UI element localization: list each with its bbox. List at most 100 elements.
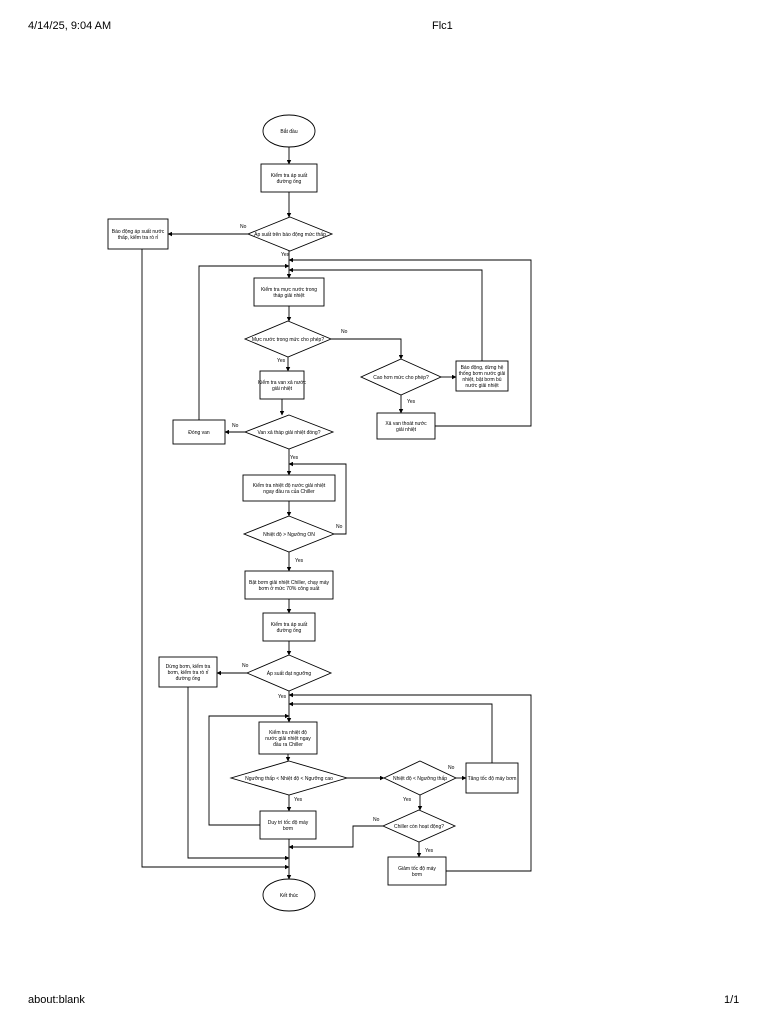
node-label: Nhiệt độ > Ngưỡng ON — [263, 532, 315, 538]
connector-arrow — [288, 692, 532, 872]
node-label: tháp giải nhiệt — [273, 293, 305, 299]
node-label: Báo động áp suất nước — [112, 229, 165, 235]
edge-label-yes: Yes — [294, 797, 303, 803]
node-label: Kiểm tra áp suất — [271, 172, 308, 179]
node-shape — [244, 570, 334, 600]
node-label: Duy trì tốc độ máy — [268, 820, 309, 826]
node-label: ngay đầu ra của Chiller — [263, 488, 315, 495]
node-label: Xả van thoát nước — [385, 421, 427, 427]
node-shape — [107, 218, 169, 250]
node-shape — [381, 809, 457, 843]
edge-label-no: No — [448, 765, 455, 771]
node-shape — [387, 856, 447, 886]
node-shape — [465, 762, 519, 794]
node-label: Dừng bơm, kiểm tra — [166, 663, 211, 670]
node-label: Tăng tốc độ máy bơm — [468, 776, 517, 782]
node-end: Kết thúc — [262, 878, 316, 912]
node-shape — [246, 216, 334, 252]
print-url: about:blank — [28, 994, 85, 1006]
edge-label-yes: Yes — [281, 252, 290, 258]
node-label: Báo động, dừng hệ — [461, 365, 504, 371]
node-shape — [259, 370, 305, 400]
node-label: Áp suất đạt ngưỡng — [267, 670, 312, 677]
node-label: bơm — [283, 826, 293, 832]
node-shape — [262, 612, 316, 642]
connector-arrow — [288, 701, 493, 763]
node-dec-temp-range: Ngưỡng thấp < Nhiệt độ < Ngưỡng cao — [229, 760, 349, 796]
node-label: Đóng van — [188, 430, 210, 436]
connector-arrow — [288, 267, 483, 361]
node-label: đầu ra Chiller — [273, 742, 303, 748]
connector-arrow — [208, 713, 290, 826]
node-label: thấp, kiểm tra rò rỉ — [118, 234, 159, 241]
edge-label-no: No — [242, 663, 249, 669]
edge-label-yes: Yes — [278, 694, 287, 700]
edge-label-no: No — [232, 423, 239, 429]
node-dec-level-ok: Mực nước trong mức cho phép? — [243, 320, 333, 358]
node-dec-level-high: Cao hơn mức cho phép? — [359, 358, 443, 396]
node-shape — [359, 358, 443, 396]
edge-label-yes: Yes — [425, 848, 434, 854]
node-label: Bật bơm giải nhiệt Chiller, chạy máy — [249, 580, 329, 586]
connector-arrow — [187, 687, 290, 861]
node-dec-temp-threshold: Nhiệt độ > Ngưỡng ON — [242, 515, 336, 553]
node-dec-pressure-threshold: Áp suất đạt ngưỡng — [245, 654, 333, 692]
node-label: Chiller còn hoạt động? — [394, 824, 444, 830]
connector-arrow — [141, 249, 290, 870]
node-label: Kiểm tra nhiệt độ nước giải nhiệt — [253, 482, 326, 489]
node-shape — [376, 412, 436, 440]
node-shape — [245, 654, 333, 692]
edge-label-no: No — [336, 524, 343, 530]
node-shape — [455, 360, 509, 392]
node-dec-chiller-running: Chiller còn hoạt động? — [381, 809, 457, 843]
node-label: Cao hơn mức cho phép? — [373, 375, 429, 381]
connector-arrow — [288, 257, 532, 427]
edge-label-yes: Yes — [277, 358, 286, 364]
print-title: Flc1 — [432, 20, 453, 32]
edge-label-no: No — [240, 224, 247, 230]
node-shape — [260, 163, 318, 193]
node-label: thống bơm nước giải — [459, 371, 506, 377]
node-shape — [242, 515, 336, 553]
node-label: nước giải nhiệt — [465, 383, 499, 389]
node-label: đường ống — [277, 628, 302, 634]
node-dec-pressure-alarm: Áp suất trên báo động mức thấp — [246, 216, 334, 252]
node-start-pump: Bật bơm giải nhiệt Chiller, chạy máybơm … — [244, 570, 334, 600]
node-start: Bắt đầu — [262, 114, 316, 148]
node-label: Nhiệt độ < Ngưỡng thấp — [393, 776, 447, 782]
edge-label-no: No — [373, 817, 380, 823]
node-increase-speed: Tăng tốc độ máy bơm — [465, 762, 519, 794]
node-label: Bắt đầu — [280, 128, 297, 135]
node-label: Ngưỡng thấp < Nhiệt độ < Ngưỡng cao — [245, 776, 333, 782]
node-label: Kiểm tra nhiệt độ — [269, 729, 307, 736]
node-label: Kiểm tra áp suất — [271, 621, 308, 628]
node-shape — [229, 760, 349, 796]
node-shape — [158, 656, 218, 688]
connector-arrow — [331, 338, 404, 360]
node-shape — [382, 760, 458, 796]
connector-arrow — [198, 263, 290, 420]
node-shape — [172, 419, 226, 445]
node-label: Kiểm tra van xả nước — [258, 379, 307, 386]
node-label: đường ống — [176, 676, 201, 682]
edge-label-no: No — [341, 329, 348, 335]
flowchart-connectors — [141, 147, 532, 880]
node-shape — [262, 878, 316, 912]
edge-label-yes: Yes — [295, 558, 304, 564]
node-label: đường ống — [277, 179, 302, 185]
node-shape — [253, 277, 325, 307]
node-label: Van xả tháp giải nhiệt đóng? — [257, 430, 320, 436]
node-label: nước giải nhiệt ngay — [265, 736, 311, 742]
node-dec-valve-active: Van xả tháp giải nhiệt đóng? — [243, 414, 335, 450]
